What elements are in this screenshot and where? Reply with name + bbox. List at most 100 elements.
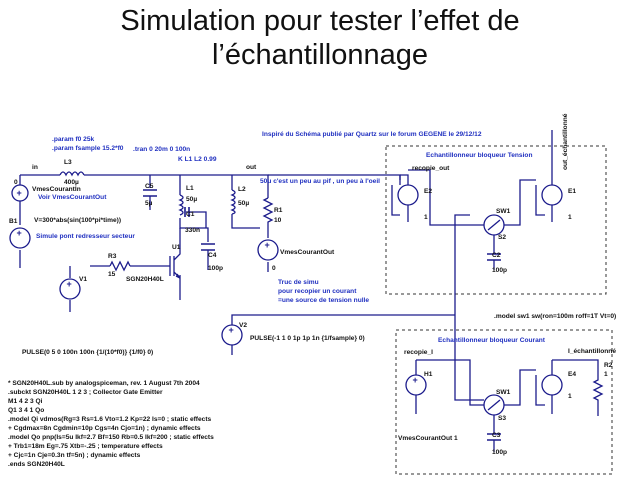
label-c2: C2 — [492, 252, 501, 259]
svg-text:+: + — [17, 228, 22, 238]
ground-0-in: 0 — [14, 179, 18, 186]
label-c1: C1 — [186, 211, 195, 218]
label-v2: V2 — [239, 322, 247, 329]
sampler-box-current — [395, 329, 613, 475]
value-r1: 10 — [274, 217, 282, 224]
source-vmescourantin: + — [11, 184, 29, 202]
title-ech-tension: Echantillonneur bloqueur Tension — [426, 152, 532, 159]
value-c4: 100p — [208, 265, 223, 272]
svg-text:+: + — [229, 325, 234, 335]
label-sw1-bottom: SW1 — [496, 389, 511, 396]
svg-text:+: + — [67, 279, 72, 289]
inductor-l1 — [178, 194, 184, 216]
e1-one: 1 — [568, 214, 572, 221]
note-truc-1: Truc de simu — [278, 279, 319, 286]
slide-title: Simulation pour tester l’effet de l’écha… — [0, 4, 640, 72]
note-truc-2: pour recopier un courant — [278, 288, 357, 295]
label-r1: R1 — [274, 207, 283, 214]
label-e1: E1 — [568, 188, 576, 195]
source-vmescourantout: + — [257, 239, 279, 261]
switch-s3 — [483, 394, 505, 416]
resistor-r3 — [109, 260, 131, 272]
sampler-box-voltage — [385, 145, 607, 295]
spice-line: .subckt SGN20H40L 1 2 3 ; Collector Gate… — [8, 389, 163, 396]
e2-one: 1 — [424, 214, 428, 221]
spice-line: M1 4 2 3 Qi — [8, 398, 43, 405]
value-l1: 50µ — [186, 196, 197, 203]
inductor-l3 — [59, 171, 85, 177]
spice-line: + Cjc=1n Cje=0.3n tf=5n) ; dynamic effec… — [8, 452, 141, 459]
label-vmescourantin: VmesCourantIn — [32, 186, 81, 193]
label-v1: V1 — [79, 276, 87, 283]
net-out: out — [246, 164, 257, 171]
note-simule: Simule pont redresseur secteur — [36, 233, 135, 240]
note-voir: Voir VmesCourantOut — [38, 194, 107, 201]
tran-directive: .tran 0 20m 0 100n — [133, 146, 190, 153]
value-r3: 15 — [108, 271, 116, 278]
svg-text:+: + — [17, 188, 22, 198]
coupling-k: K L1 L2 0.99 — [178, 156, 217, 163]
spice-line: .model Qi vdmos(Rg=3 Rs=1.6 Vto=1.2 Kp=2… — [8, 416, 212, 423]
label-e2: E2 — [424, 188, 432, 195]
label-sw1-top: SW1 — [496, 208, 511, 215]
label-b1: B1 — [9, 218, 18, 225]
param-f0: .param f0 25k — [52, 136, 94, 143]
vcvs-e1 — [535, 170, 563, 222]
model-u1: SGN20H40L — [126, 276, 164, 283]
label-r2: R2 — [604, 362, 613, 369]
source-v1: + — [59, 278, 81, 300]
spice-line: * SGN20H40L.sub by analogspiceman, rev. … — [8, 380, 200, 387]
value-v2: PULSE(-1 1 0 1p 1p 1n {1/fsample} 0) — [250, 335, 365, 342]
resistor-r1 — [262, 197, 274, 228]
net-i-echantillonne: I_échantillonné — [568, 348, 616, 355]
inductor-l2 — [230, 189, 236, 215]
value-c3: 100p — [492, 449, 507, 456]
label-h1: H1 — [424, 371, 433, 378]
title-ech-courant: Echantillonneur bloqueur Courant — [438, 337, 546, 344]
value-l3: 400µ — [64, 179, 79, 186]
label-l3: L3 — [64, 159, 72, 166]
value-c2: 100p — [492, 267, 507, 274]
label-c4: C4 — [208, 252, 217, 259]
resistor-r2 — [592, 372, 604, 416]
spice-line: + Cgdmax=8n Cgdmin=10p Cgs=4n Cjo=1n) ; … — [8, 425, 201, 432]
value-c5: 5µ — [145, 200, 153, 207]
sw-model: .model sw1 sw(ron=100m roff=1T Vt=0) — [494, 313, 616, 320]
vcvs-e4 — [535, 360, 563, 414]
label-e4: E4 — [568, 371, 576, 378]
value-c1: 330n — [185, 227, 200, 234]
pulse-v1: PULSE(0 5 0 100n 100n {1/(10*f0)} {1/f0}… — [22, 349, 153, 356]
net-out-echantillonne: out_échantillonné — [562, 113, 569, 170]
note-truc-3: =une source de tension nulle — [278, 297, 369, 304]
schematic-text: .param f0 25k .param fsample 15.2*f0 .tr… — [9, 113, 616, 456]
label-l2: L2 — [238, 186, 246, 193]
capacitor-c5 — [143, 189, 157, 204]
spice-subcircuit-listing: * SGN20H40L.sub by analogspiceman, rev. … — [8, 380, 214, 468]
source-h1: + — [405, 374, 427, 396]
net-in: in — [32, 164, 38, 171]
spice-line: Q1 3 4 1 Qo — [8, 407, 44, 414]
label-s2: S2 — [498, 234, 506, 241]
ground-0-out: 0 — [272, 265, 276, 272]
spice-line: .ends SGN20H40L — [8, 461, 65, 468]
label-c3: C3 — [492, 432, 501, 439]
transistor-u1 — [165, 240, 181, 279]
value-l2: 50µ — [238, 200, 249, 207]
label-vmescourantout: VmesCourantOut — [280, 249, 335, 256]
source-b1: + — [9, 227, 31, 249]
e4-one: 1 — [568, 393, 572, 400]
label-h1-ref: VmesCourantOut 1 — [398, 435, 458, 442]
value-r2: 1 — [604, 371, 608, 378]
schematic-diagram: + + + + + + .param f0 25k .param fsample… — [0, 88, 640, 478]
svg-text:+: + — [265, 240, 270, 250]
svg-text:+: + — [413, 375, 418, 385]
capacitor-c1 — [184, 207, 190, 217]
label-s3: S3 — [498, 415, 506, 422]
param-fsample: .param fsample 15.2*f0 — [52, 145, 124, 152]
net-recopie-i: recopie_I — [404, 349, 433, 356]
capacitor-c4 — [201, 243, 215, 258]
spice-line: .model Qo pnp(Is=5u Ikf=2.7 Bf=150 Rb=0.… — [8, 434, 214, 441]
sampler-wires — [231, 130, 599, 452]
expr-b1: V=300*abs(sin(100*pi*time)) — [34, 217, 121, 224]
switch-s2 — [483, 214, 505, 236]
